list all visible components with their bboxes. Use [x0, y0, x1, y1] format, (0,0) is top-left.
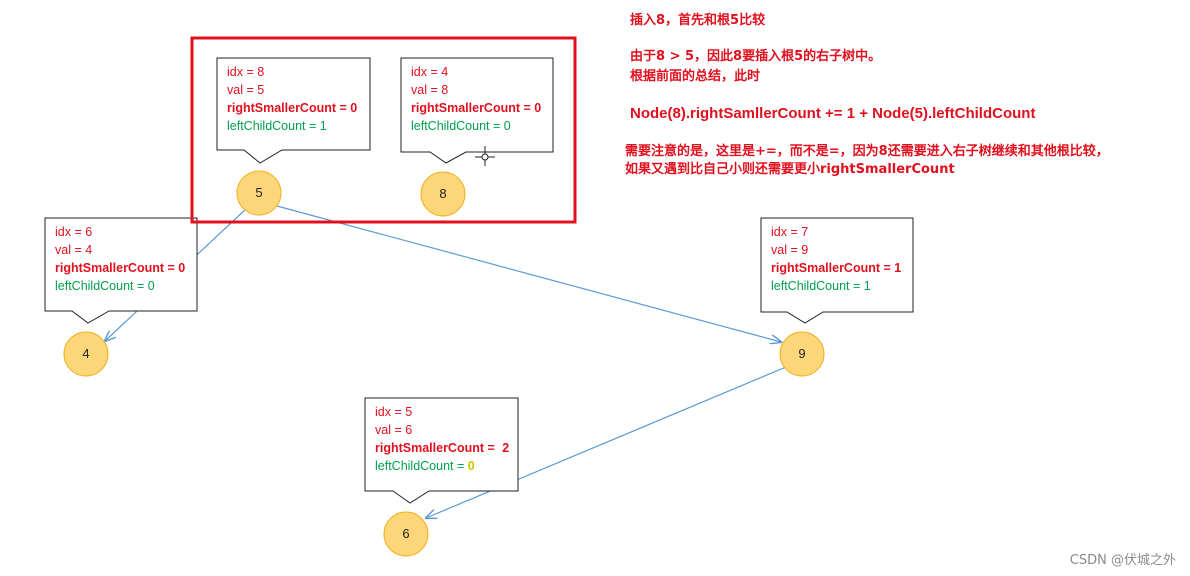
note-line3: 根据前面的总结，此时	[630, 69, 761, 84]
callout-idx: idx = 6	[55, 225, 93, 239]
note-line2: 由于8 > 5，因此8要插入根5的右子树中。	[630, 49, 882, 64]
note-formula: Node(8).rightSamllerCount += 1 + Node(5)…	[630, 105, 1036, 122]
edge-5-to-9	[276, 205, 781, 342]
callout-idx: idx = 7	[771, 225, 809, 239]
callout-box-idx5	[364, 397, 519, 504]
highlight-box	[190, 36, 577, 224]
callout-idx: idx = 4	[411, 65, 449, 79]
callout-box-idx8	[216, 57, 371, 164]
callout-val: val = 5	[227, 83, 265, 97]
callout-left-child-count: leftChildCount = 0	[55, 279, 155, 293]
callout-left-child-count: leftChildCount = 0	[375, 457, 509, 475]
node-5	[236, 170, 282, 216]
lcc-label: leftChildCount =	[375, 459, 468, 473]
rsc-label: rightSmallerCount =	[375, 441, 499, 455]
callout-right-smaller-count: rightSmallerCount = 0	[411, 101, 542, 115]
callout-idx4: idx = 4 val = 8 rightSmallerCount = 0 le…	[411, 63, 541, 135]
callout-box-idx6	[44, 217, 198, 324]
callout-left-child-count: leftChildCount = 1	[771, 279, 871, 293]
note-line1: 插入8，首先和根5比较	[630, 13, 766, 28]
callout-idx5: idx = 5 val = 6 rightSmallerCount = 2 le…	[375, 403, 509, 475]
callout-idx8: idx = 8 val = 5 rightSmallerCount = 0 le…	[227, 63, 357, 135]
note-line4: 需要注意的是，这里是+=，而不是=，因为8还需要进入右子树继续和其他根比较，	[625, 144, 1109, 159]
note-line5: 如果又遇到比自己小则还需要更小rightSmallerCount	[625, 162, 955, 177]
lcc-value: 0	[467, 459, 475, 473]
node-8	[420, 171, 466, 217]
node-6	[383, 511, 429, 557]
callout-right-smaller-count: rightSmallerCount = 0	[227, 101, 358, 115]
node-9	[779, 331, 825, 377]
callout-box-idx7	[760, 217, 914, 324]
callout-val: val = 6	[375, 423, 413, 437]
node-6-label: 6	[402, 526, 410, 541]
callout-idx7: idx = 7 val = 9 rightSmallerCount = 1 le…	[771, 223, 901, 295]
node-5-label: 5	[255, 185, 263, 200]
callout-left-child-count: leftChildCount = 0	[411, 119, 511, 133]
node-9-label: 9	[798, 346, 806, 361]
callout-val: val = 9	[771, 243, 809, 257]
callout-idx: idx = 8	[227, 65, 265, 79]
node-4-label: 4	[82, 346, 90, 361]
callout-right-smaller-count: rightSmallerCount = 0	[55, 261, 186, 275]
node-8-label: 8	[439, 186, 447, 201]
callout-right-smaller-count: rightSmallerCount = 2	[375, 439, 509, 457]
callout-right-smaller-count: rightSmallerCount = 1	[771, 261, 902, 275]
edge-9-to-6	[426, 366, 787, 518]
crosshair-cursor-icon	[475, 146, 495, 166]
callout-idx: idx = 5	[375, 405, 413, 419]
callout-box-idx4	[400, 57, 554, 164]
callout-val: val = 8	[411, 83, 449, 97]
watermark: CSDN @伏城之外	[1069, 553, 1176, 568]
node-4	[63, 331, 109, 377]
callout-val: val = 4	[55, 243, 93, 257]
callout-idx6: idx = 6 val = 4 rightSmallerCount = 0 le…	[55, 223, 185, 295]
rsc-value: 2	[502, 441, 510, 455]
callout-left-child-count: leftChildCount = 1	[227, 119, 327, 133]
